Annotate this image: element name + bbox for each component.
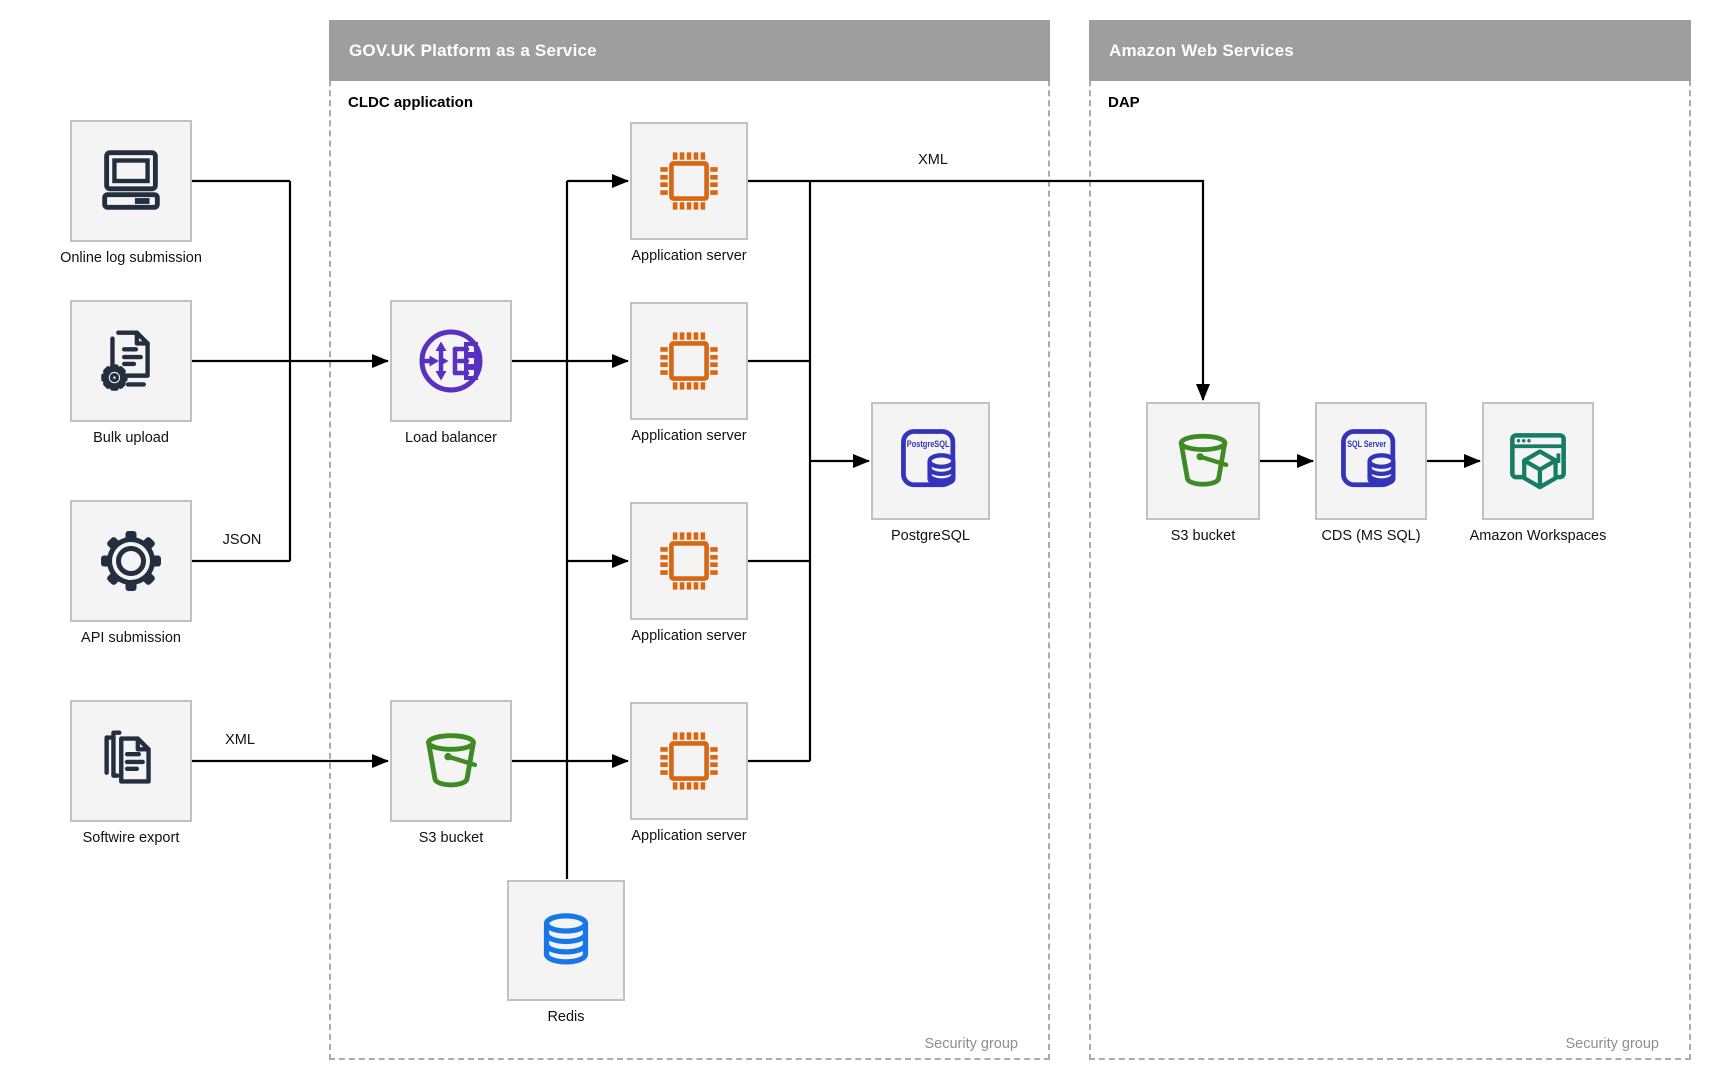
node-app-server-3: Application server — [630, 502, 748, 644]
bulk-upload-box — [70, 300, 192, 422]
database-cylinder-icon — [543, 912, 589, 964]
node-label: S3 bucket — [1170, 528, 1236, 544]
region-aws: Amazon Web Services DAP Security group — [1089, 20, 1691, 1060]
node-label: S3 bucket — [418, 830, 484, 846]
document-gear-icon — [101, 330, 150, 391]
app-server-box — [630, 122, 748, 240]
bucket-icon — [426, 733, 478, 788]
sql-server-icon-text: SQL Server — [1347, 439, 1386, 450]
amazon-workspaces-box — [1482, 402, 1594, 520]
node-label: Bulk upload — [93, 430, 169, 446]
node-label: API submission — [81, 630, 181, 646]
node-s3-bucket-aws: S3 bucket — [1146, 402, 1260, 544]
edge-label-xml-dap: XML — [918, 152, 948, 168]
s3-bucket-paas-box — [390, 700, 512, 822]
node-cds-mssql: SQL Server CDS (MS SQL) — [1315, 402, 1427, 544]
computer-icon — [102, 150, 160, 210]
redis-box — [507, 880, 625, 1001]
online-log-box — [70, 120, 192, 242]
region-aws-header: Amazon Web Services — [1089, 20, 1691, 81]
postgresql-icon: PostgreSQL — [900, 429, 955, 488]
node-app-server-1: Application server — [630, 122, 748, 264]
stacked-documents-icon — [104, 730, 151, 784]
load-balancer-icon — [419, 329, 483, 393]
app-server-box — [630, 302, 748, 420]
postgresql-box: PostgreSQL — [871, 402, 990, 520]
node-api-submission: API submission — [70, 500, 192, 646]
region-govuk-paas-security-group-label: Security group — [924, 1036, 1019, 1052]
node-postgresql: PostgreSQL PostgreSQL — [871, 402, 990, 544]
gear-icon — [101, 531, 161, 591]
node-label: Amazon Workspaces — [1469, 528, 1607, 544]
node-label: Application server — [631, 628, 747, 644]
region-govuk-paas-sublabel: CLDC application — [348, 94, 474, 111]
sql-server-icon: SQL Server — [1341, 429, 1396, 488]
node-label: CDS (MS SQL) — [1321, 528, 1421, 544]
node-label: Redis — [547, 1009, 585, 1025]
app-server-box — [630, 502, 748, 620]
node-label: Application server — [631, 828, 747, 844]
api-submission-box — [70, 500, 192, 622]
region-govuk-paas-header: GOV.UK Platform as a Service — [329, 20, 1050, 81]
node-s3-bucket-paas: S3 bucket — [390, 700, 512, 846]
edge-label-json: JSON — [222, 532, 262, 548]
node-load-balancer: Load balancer — [390, 300, 512, 446]
node-bulk-upload: Bulk upload — [70, 300, 192, 446]
region-aws-title: Amazon Web Services — [1109, 40, 1294, 60]
node-label: Online log submission — [60, 250, 202, 266]
node-label: Application server — [631, 248, 747, 264]
node-redis: Redis — [507, 880, 625, 1025]
workspaces-window-cube-icon — [1510, 433, 1566, 490]
s3-bucket-aws-box — [1146, 402, 1260, 520]
edge-label-xml-softwire: XML — [225, 732, 255, 748]
softwire-export-box — [70, 700, 192, 822]
chip-icon — [660, 332, 718, 390]
node-softwire-export: Softwire export — [70, 700, 192, 846]
region-govuk-paas: GOV.UK Platform as a Service CLDC applic… — [329, 20, 1050, 1060]
node-label: PostgreSQL — [891, 528, 970, 544]
app-server-box — [630, 702, 748, 820]
region-govuk-paas-title: GOV.UK Platform as a Service — [349, 40, 597, 60]
cds-mssql-box: SQL Server — [1315, 402, 1427, 520]
node-label: Load balancer — [405, 430, 497, 446]
bucket-icon — [1178, 433, 1229, 487]
chip-icon — [660, 732, 718, 790]
region-aws-sublabel: DAP — [1108, 94, 1140, 111]
load-balancer-box — [390, 300, 512, 422]
postgresql-icon-text: PostgreSQL — [906, 439, 949, 450]
node-app-server-4: Application server — [630, 702, 748, 844]
node-app-server-2: Application server — [630, 302, 748, 444]
chip-icon — [660, 532, 718, 590]
node-amazon-workspaces: Amazon Workspaces — [1470, 402, 1606, 544]
chip-icon — [660, 152, 718, 210]
region-aws-security-group-label: Security group — [1565, 1036, 1660, 1052]
node-label: Application server — [631, 428, 747, 444]
node-online-log-submission: Online log submission — [60, 120, 202, 266]
node-label: Softwire export — [82, 830, 180, 846]
